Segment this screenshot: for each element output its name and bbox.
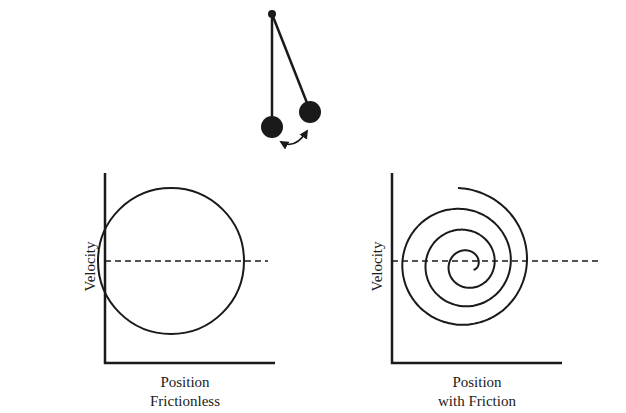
pendulum: [261, 10, 321, 144]
plot-caption: with Friction: [438, 394, 516, 409]
pivot-dot: [268, 10, 276, 18]
phase-orbit: [98, 188, 244, 334]
swing-arrow: [281, 131, 307, 144]
pendulum-bob: [261, 116, 283, 138]
axis-label: Velocity: [370, 241, 385, 291]
left-plot: [98, 173, 275, 363]
zero-line: [392, 260, 600, 262]
right-plot: [392, 173, 600, 363]
plot-caption: Frictionless: [150, 394, 220, 409]
axes: [105, 173, 275, 363]
pendulum-bob: [299, 101, 321, 123]
axis-label: Position: [160, 375, 209, 390]
pendulum-rod: [272, 14, 309, 108]
axis-label: Position: [452, 375, 501, 390]
pendulum-rod: [271, 14, 274, 122]
axes: [392, 173, 562, 363]
phase-spiral: [402, 188, 527, 325]
axis-label: Velocity: [83, 241, 98, 291]
